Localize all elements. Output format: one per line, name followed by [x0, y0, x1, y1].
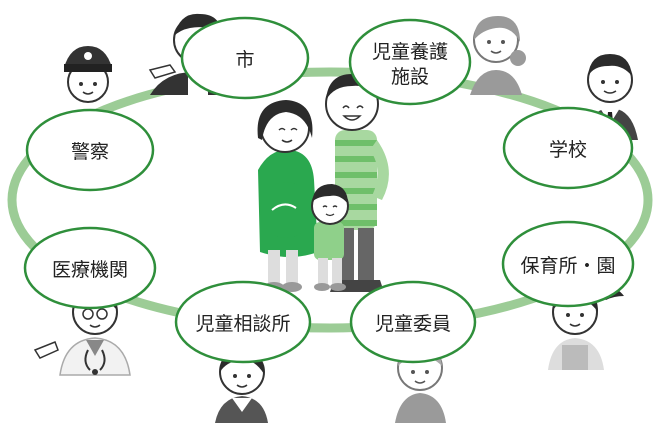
node-consultation-center: 児童相談所 [174, 280, 312, 364]
network-ring [7, 67, 653, 333]
node-school: 学校 [502, 106, 634, 190]
node-city: 市 [180, 16, 310, 100]
node-police: 警察 [25, 108, 155, 192]
node-childcare-facility-label-line2: 施設 [391, 66, 429, 88]
mother-figure [257, 100, 318, 292]
child-figure [311, 184, 349, 291]
node-nursery-label: 保育所・園 [520, 255, 615, 277]
node-childcare-facility-label-line1: 児童養護 [372, 41, 448, 63]
caregiver-icon [470, 16, 526, 95]
node-nursery: 保育所・園 [501, 220, 635, 308]
family-icon [257, 74, 389, 292]
node-medical-label: 医療機関 [52, 259, 128, 281]
node-childcare-facility: 児童養護 施設 [348, 18, 472, 106]
node-city-label: 市 [235, 49, 254, 71]
node-medical: 医療機関 [23, 226, 157, 310]
node-police-label: 警察 [71, 141, 109, 163]
node-school-label: 学校 [549, 139, 587, 161]
node-commissioner-label: 児童委員 [375, 313, 451, 335]
node-commissioner: 児童委員 [349, 280, 477, 364]
node-consultation-center-label: 児童相談所 [195, 313, 290, 335]
